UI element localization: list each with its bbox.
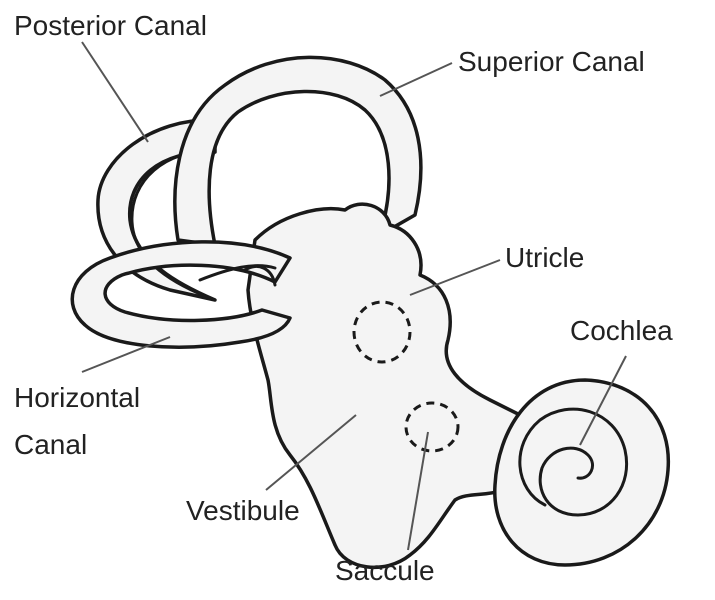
utricle-leader	[409, 259, 501, 296]
vestibule-leader	[265, 414, 357, 491]
cochlea-shape	[493, 378, 671, 567]
utricle-region	[352, 300, 412, 364]
superior-canal-leader	[379, 62, 453, 97]
vestibule-label: Vestibule	[186, 495, 300, 526]
horizontal-canal-shape	[70, 240, 292, 349]
posterior-canal-label: Posterior Canal	[14, 10, 207, 41]
superior-canal-label: Superior Canal	[458, 46, 645, 77]
utricle-label: Utricle	[505, 242, 585, 273]
saccule-region	[404, 401, 460, 453]
superior-canal-shape	[173, 55, 423, 247]
saccule-label: Saccule	[335, 555, 435, 586]
horizontal-canal-label: Horizontal Canal	[14, 380, 140, 462]
horizontal-canal-label-line2: Canal	[14, 429, 88, 460]
posterior-canal-leader	[81, 41, 149, 143]
cochlea-label: Cochlea	[570, 315, 673, 346]
horizontal-canal-label-line1: Horizontal	[14, 382, 141, 413]
horizontal-canal-leader	[81, 336, 171, 373]
saccule-leader	[407, 431, 429, 551]
cochlea-leader	[579, 355, 627, 446]
